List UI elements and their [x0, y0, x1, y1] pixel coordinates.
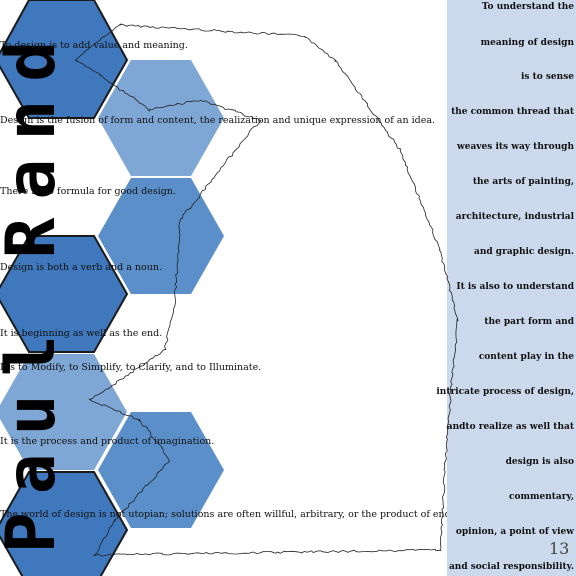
- hexagon: [0, 0, 129, 119]
- hexagon: [0, 471, 129, 576]
- wavy-outline-path: [74, 23, 459, 557]
- sidebar-line: To understand the: [481, 2, 574, 12]
- sidebar-line: commentary,: [508, 492, 574, 502]
- sidebar-line: and graphic design.: [473, 247, 574, 257]
- sidebar-line: the part form and: [484, 317, 574, 327]
- quote-text: The world of design is not utopian; solu…: [0, 509, 535, 520]
- sidebar-line: design is also: [505, 457, 574, 467]
- sidebar-line: the arts of painting,: [472, 177, 574, 187]
- hexagon: [98, 178, 224, 294]
- sidebar-line: weaves its way through: [456, 142, 574, 152]
- sidebar-line: intricate process of design,: [436, 387, 574, 397]
- hexagon: [0, 354, 127, 470]
- sidebar-line: It is also to understand: [456, 282, 574, 292]
- quote-text: Design is the fusion of form and content…: [0, 115, 436, 126]
- hexagon: [98, 60, 224, 176]
- sidebar-text-panel: To understand the meaning of design is t…: [436, 0, 576, 576]
- sidebar-line: andto realize as well that: [446, 422, 574, 432]
- sidebar-line: is to sense: [520, 72, 574, 82]
- hexagon: [0, 235, 129, 353]
- sidebar-line: the common thread that: [451, 107, 574, 117]
- quote-text: Design is both a verb and a noun.: [0, 262, 163, 273]
- quote-text: There is no formula for good design.: [0, 186, 176, 197]
- quote-text: It's to Modify, to Simplify, to Clarify,…: [0, 362, 262, 373]
- quote-text: It is the process and product of imagina…: [0, 436, 215, 447]
- sidebar-line: meaning of design: [480, 38, 574, 48]
- sidebar-line: architecture, industrial: [455, 212, 574, 222]
- quote-text: It is beginning as well as the end.: [0, 328, 163, 339]
- page-number: 13: [549, 539, 570, 558]
- sidebar-line: content play in the: [478, 352, 574, 362]
- sidebar-line: and social responsibility.: [448, 562, 574, 572]
- sidebar-line: opinion, a point of view: [455, 527, 574, 537]
- quote-text: To design is to add value and meaning.: [0, 40, 188, 51]
